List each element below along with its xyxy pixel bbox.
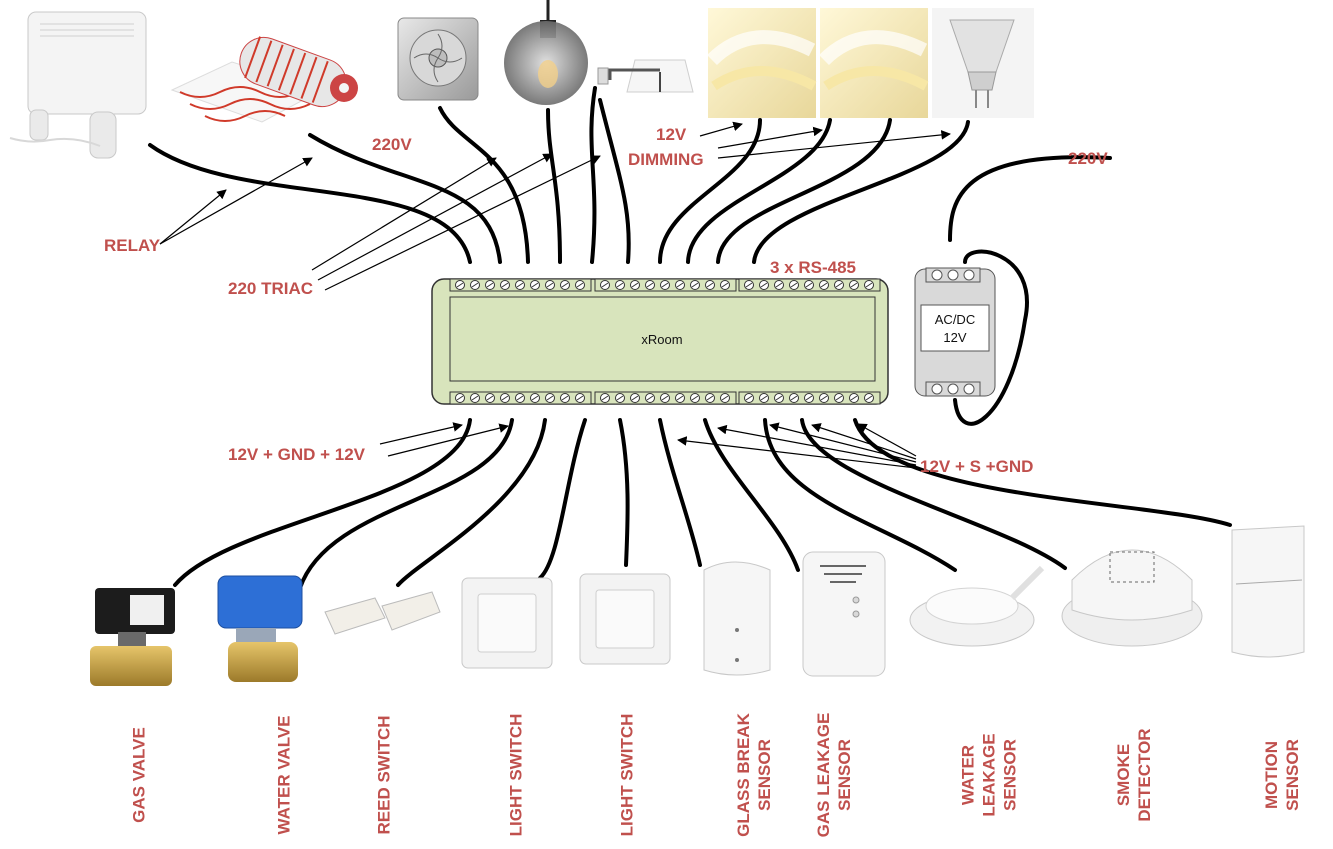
light-switch-2-label: LIGHT SWITCH — [617, 714, 636, 837]
gas-leakage-sensor-label-line: SENSOR — [835, 739, 854, 811]
v220-psu-label: 220V — [1068, 149, 1108, 168]
annotation-arrows — [159, 121, 951, 469]
light-switch-1-label: LIGHT SWITCH — [506, 714, 525, 837]
water-valve-label-line: WATER VALVE — [274, 716, 293, 835]
wall-sconce-image — [597, 59, 694, 93]
floor-heating-mat-image — [170, 36, 358, 123]
led-strip-2-image — [819, 8, 929, 118]
top-wires — [148, 86, 1112, 426]
exhaust-fan-image — [397, 17, 479, 101]
smoke-detector-label-line: DETECTOR — [1135, 728, 1154, 821]
motion-sensor-label-line: MOTION — [1262, 741, 1281, 809]
sensor-power-label: 12V + GND + 12V — [228, 445, 366, 464]
smoke-detector-label-line: SMOKE — [1114, 744, 1133, 806]
gas-valve-label: GAS VALVE — [129, 727, 148, 823]
water-valve-image — [217, 575, 303, 682]
power-supply-line1: AC/DC — [935, 312, 975, 327]
relay-label: RELAY — [104, 236, 161, 255]
light-switch-2-label-line: LIGHT SWITCH — [617, 714, 636, 837]
terminal-block-top-1 — [449, 278, 592, 292]
terminal-block-bottom-3 — [738, 391, 881, 405]
reed-switch-label: REED SWITCH — [374, 716, 393, 835]
terminal-block-bottom-1 — [449, 391, 592, 405]
water-leakage-sensor-label-line: SENSOR — [1000, 739, 1019, 811]
terminal-block-top-2 — [594, 278, 737, 292]
terminal-block-bottom-2 — [594, 391, 737, 405]
glass-break-sensor-label-line: SENSOR — [755, 739, 774, 811]
reed-switch-image — [324, 591, 441, 635]
bottom-terminal-block — [449, 391, 881, 405]
sensor-signal-label: 12V + S +GND — [920, 457, 1033, 476]
smoke-detector-image — [1061, 549, 1203, 647]
light-switch-1-label-line: LIGHT SWITCH — [506, 714, 525, 837]
water-leakage-sensor-label-line: LEAKAGE — [979, 733, 998, 816]
bottom-device-labels: GAS VALVE WATER VALVE REED SWITCH LIGHT SWI… — [129, 712, 1302, 837]
glass-break-sensor-label-line: GLASS BREAK — [734, 712, 753, 836]
water-leakage-sensor-image — [909, 565, 1045, 647]
top-terminal-block — [449, 278, 881, 292]
water-leakage-sensor-label-line: WATER — [958, 745, 977, 805]
motion-sensor-label-line: SENSOR — [1283, 739, 1302, 811]
halogen-bulb-image — [932, 8, 1034, 118]
water-valve-label: WATER VALVE — [274, 716, 293, 835]
rs485-label: 3 x RS-485 — [770, 258, 856, 277]
motion-sensor-image — [1231, 525, 1305, 658]
light-switch-1-image — [461, 577, 553, 669]
led-strip-1-image — [707, 8, 817, 118]
controller-title: xRoom — [641, 332, 682, 347]
xroom-controller: xRoom — [431, 278, 889, 405]
terminal-block-top-3 — [738, 278, 881, 292]
power-supply-line2: 12V — [943, 330, 966, 345]
gas-valve-label-line: GAS VALVE — [129, 727, 148, 823]
power-supply: AC/DC 12V — [914, 267, 996, 397]
v12-dim-label: 12V — [656, 125, 687, 144]
bottom-wires — [173, 418, 1232, 590]
dimming-label: DIMMING — [628, 150, 704, 169]
gas-leakage-sensor-label-line: GAS LEAKAGE — [814, 713, 833, 838]
triac-label: 220 TRIAC — [228, 279, 313, 298]
gas-leakage-sensor-image — [802, 551, 886, 677]
reed-switch-label-line: REED SWITCH — [374, 716, 393, 835]
convector-heater-image — [9, 11, 147, 159]
light-switch-2-image — [579, 573, 671, 665]
glass-break-sensor-image — [703, 561, 771, 676]
gas-valve-image — [90, 588, 175, 686]
v220-top-label: 220V — [372, 135, 412, 154]
pendant-lamp-image — [504, 0, 588, 105]
